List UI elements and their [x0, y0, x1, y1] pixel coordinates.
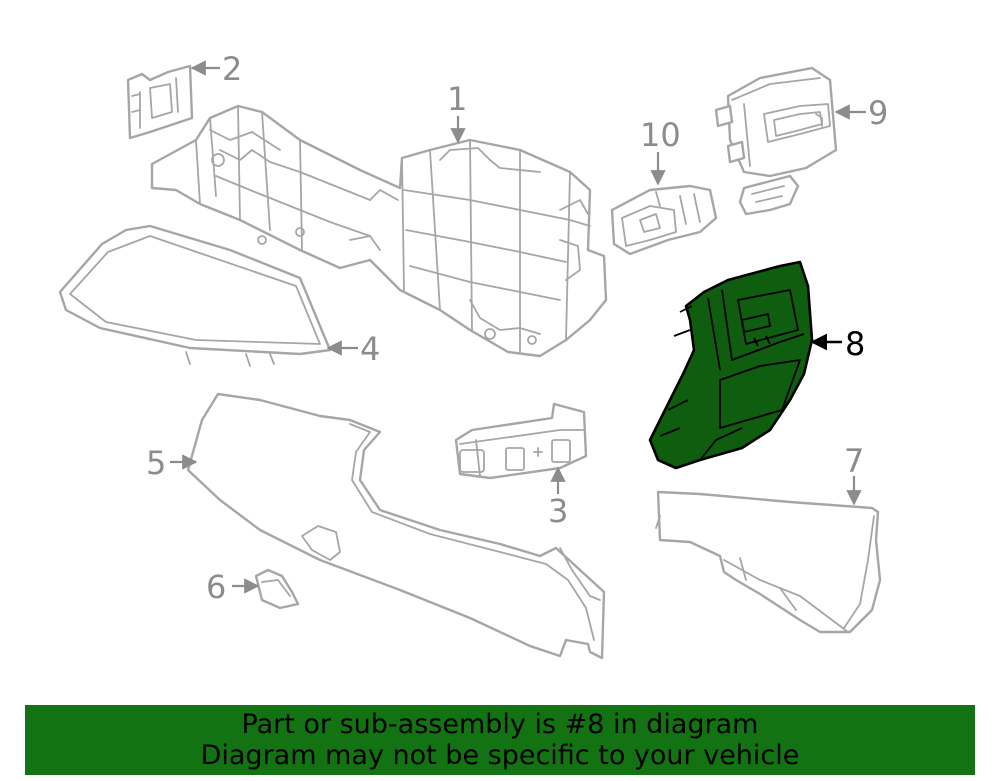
callout-3: 3: [548, 492, 568, 530]
callout-7: 7: [844, 442, 864, 480]
callout-10: 10: [640, 116, 681, 154]
callout-4: 4: [360, 330, 380, 368]
part-2-bracket[interactable]: [126, 64, 194, 140]
part-3-switch-panel[interactable]: [454, 402, 588, 480]
callout-5: 5: [146, 444, 166, 482]
part-8-trim-panel[interactable]: [648, 260, 814, 470]
callout-1: 1: [447, 80, 467, 118]
part-5-side-panel[interactable]: [186, 392, 606, 660]
banner-line-2: Diagram may not be specific to your vehi…: [200, 740, 800, 771]
part-6-cap[interactable]: [254, 568, 300, 610]
part-1-console-frame[interactable]: [150, 104, 608, 358]
callout-6: 6: [206, 568, 226, 606]
callout-9: 9: [868, 94, 888, 132]
info-banner: Part or sub-assembly is #8 in diagram Di…: [25, 705, 975, 775]
callout-2: 2: [222, 50, 242, 88]
part-4-panel[interactable]: [58, 224, 332, 367]
part-7-rear-panel[interactable]: [655, 490, 882, 634]
parts-diagram: 2 1 10 9 4 8 5 3 6 7: [58, 50, 888, 660]
part-9-control-panel[interactable]: [714, 66, 838, 216]
callout-8: 8: [845, 325, 865, 363]
banner-line-1: Part or sub-assembly is #8 in diagram: [241, 709, 759, 740]
part-10-switch[interactable]: [610, 184, 718, 256]
